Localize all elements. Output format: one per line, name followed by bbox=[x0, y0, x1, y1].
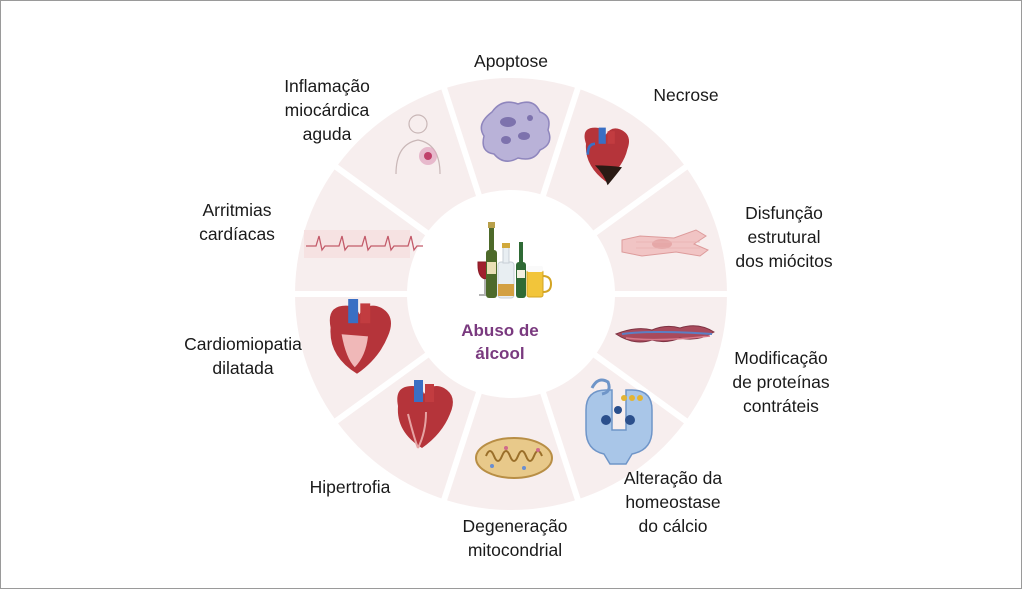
label-line: do cálcio bbox=[638, 516, 708, 536]
label-line: Arritmias bbox=[202, 200, 272, 220]
label-line: Alteração da bbox=[623, 468, 723, 488]
calcium-channel-icon bbox=[585, 378, 653, 465]
label-alteracao: Alteração da homeostase do cálcio bbox=[624, 466, 722, 538]
segment-dividers bbox=[291, 83, 731, 505]
label-line: contráteis bbox=[743, 396, 819, 416]
label-line: Hipertrofia bbox=[309, 477, 391, 497]
label-disfuncao: Disfunção estrutural dos miócitos bbox=[735, 201, 832, 273]
inflamed-chest-icon bbox=[395, 114, 441, 175]
label-modificacao: Modificação de proteínas contráteis bbox=[732, 346, 829, 418]
label-line: Apoptose bbox=[474, 51, 548, 71]
label-line: dos miócitos bbox=[735, 251, 833, 271]
segment-divider bbox=[331, 162, 432, 238]
center-label-line: Abuso de bbox=[461, 321, 539, 340]
segment-divider bbox=[590, 162, 691, 238]
segment-divider bbox=[539, 388, 582, 505]
hypertrophic-heart-icon bbox=[397, 380, 453, 449]
label-line: Degeneração bbox=[462, 516, 568, 536]
center-label-line: álcool bbox=[475, 344, 525, 363]
contractile-proteins-icon bbox=[614, 325, 715, 343]
label-cardiomiopatia: Cardiomiopatia dilatada bbox=[184, 332, 302, 380]
label-line: mitocondrial bbox=[467, 540, 563, 560]
label-line: Disfunção bbox=[745, 203, 823, 223]
label-line: de proteínas bbox=[732, 372, 830, 392]
label-line: dilatada bbox=[212, 358, 274, 378]
label-line: homeostase bbox=[625, 492, 721, 512]
label-hipertrofia: Hipertrofia bbox=[310, 475, 391, 499]
segment-divider bbox=[590, 350, 691, 426]
necrotic-heart-icon bbox=[584, 127, 630, 186]
myocyte-icon bbox=[621, 229, 709, 257]
label-line: Cardiomiopatia bbox=[184, 334, 302, 354]
label-line: miocárdica bbox=[284, 100, 370, 120]
segment-divider bbox=[539, 83, 582, 200]
label-line: aguda bbox=[302, 124, 352, 144]
label-line: cardíacas bbox=[199, 224, 275, 244]
label-line: estrutural bbox=[747, 227, 821, 247]
label-necrose: Necrose bbox=[653, 83, 718, 107]
segment-divider bbox=[331, 350, 432, 426]
ecg-trace-icon bbox=[304, 230, 423, 258]
label-line: Modificação bbox=[734, 348, 828, 368]
segment-divider bbox=[440, 83, 483, 200]
segment-divider bbox=[440, 388, 483, 505]
apoptotic-cell-icon bbox=[480, 101, 551, 162]
label-line: Necrose bbox=[653, 85, 719, 105]
label-arritmias: Arritmias cardíacas bbox=[199, 198, 275, 246]
label-degeneracao: Degeneração mitocondrial bbox=[462, 514, 567, 562]
label-apoptose: Apoptose bbox=[474, 49, 548, 73]
mitochondria-icon bbox=[475, 437, 553, 479]
alcohol-bottles-icon bbox=[477, 222, 553, 299]
label-line: Inflamação bbox=[284, 76, 370, 96]
center-label: Abuso de álcool bbox=[461, 319, 538, 365]
label-inflamacao: Inflamação miocárdica aguda bbox=[284, 74, 370, 146]
dilated-heart-icon bbox=[329, 299, 391, 374]
